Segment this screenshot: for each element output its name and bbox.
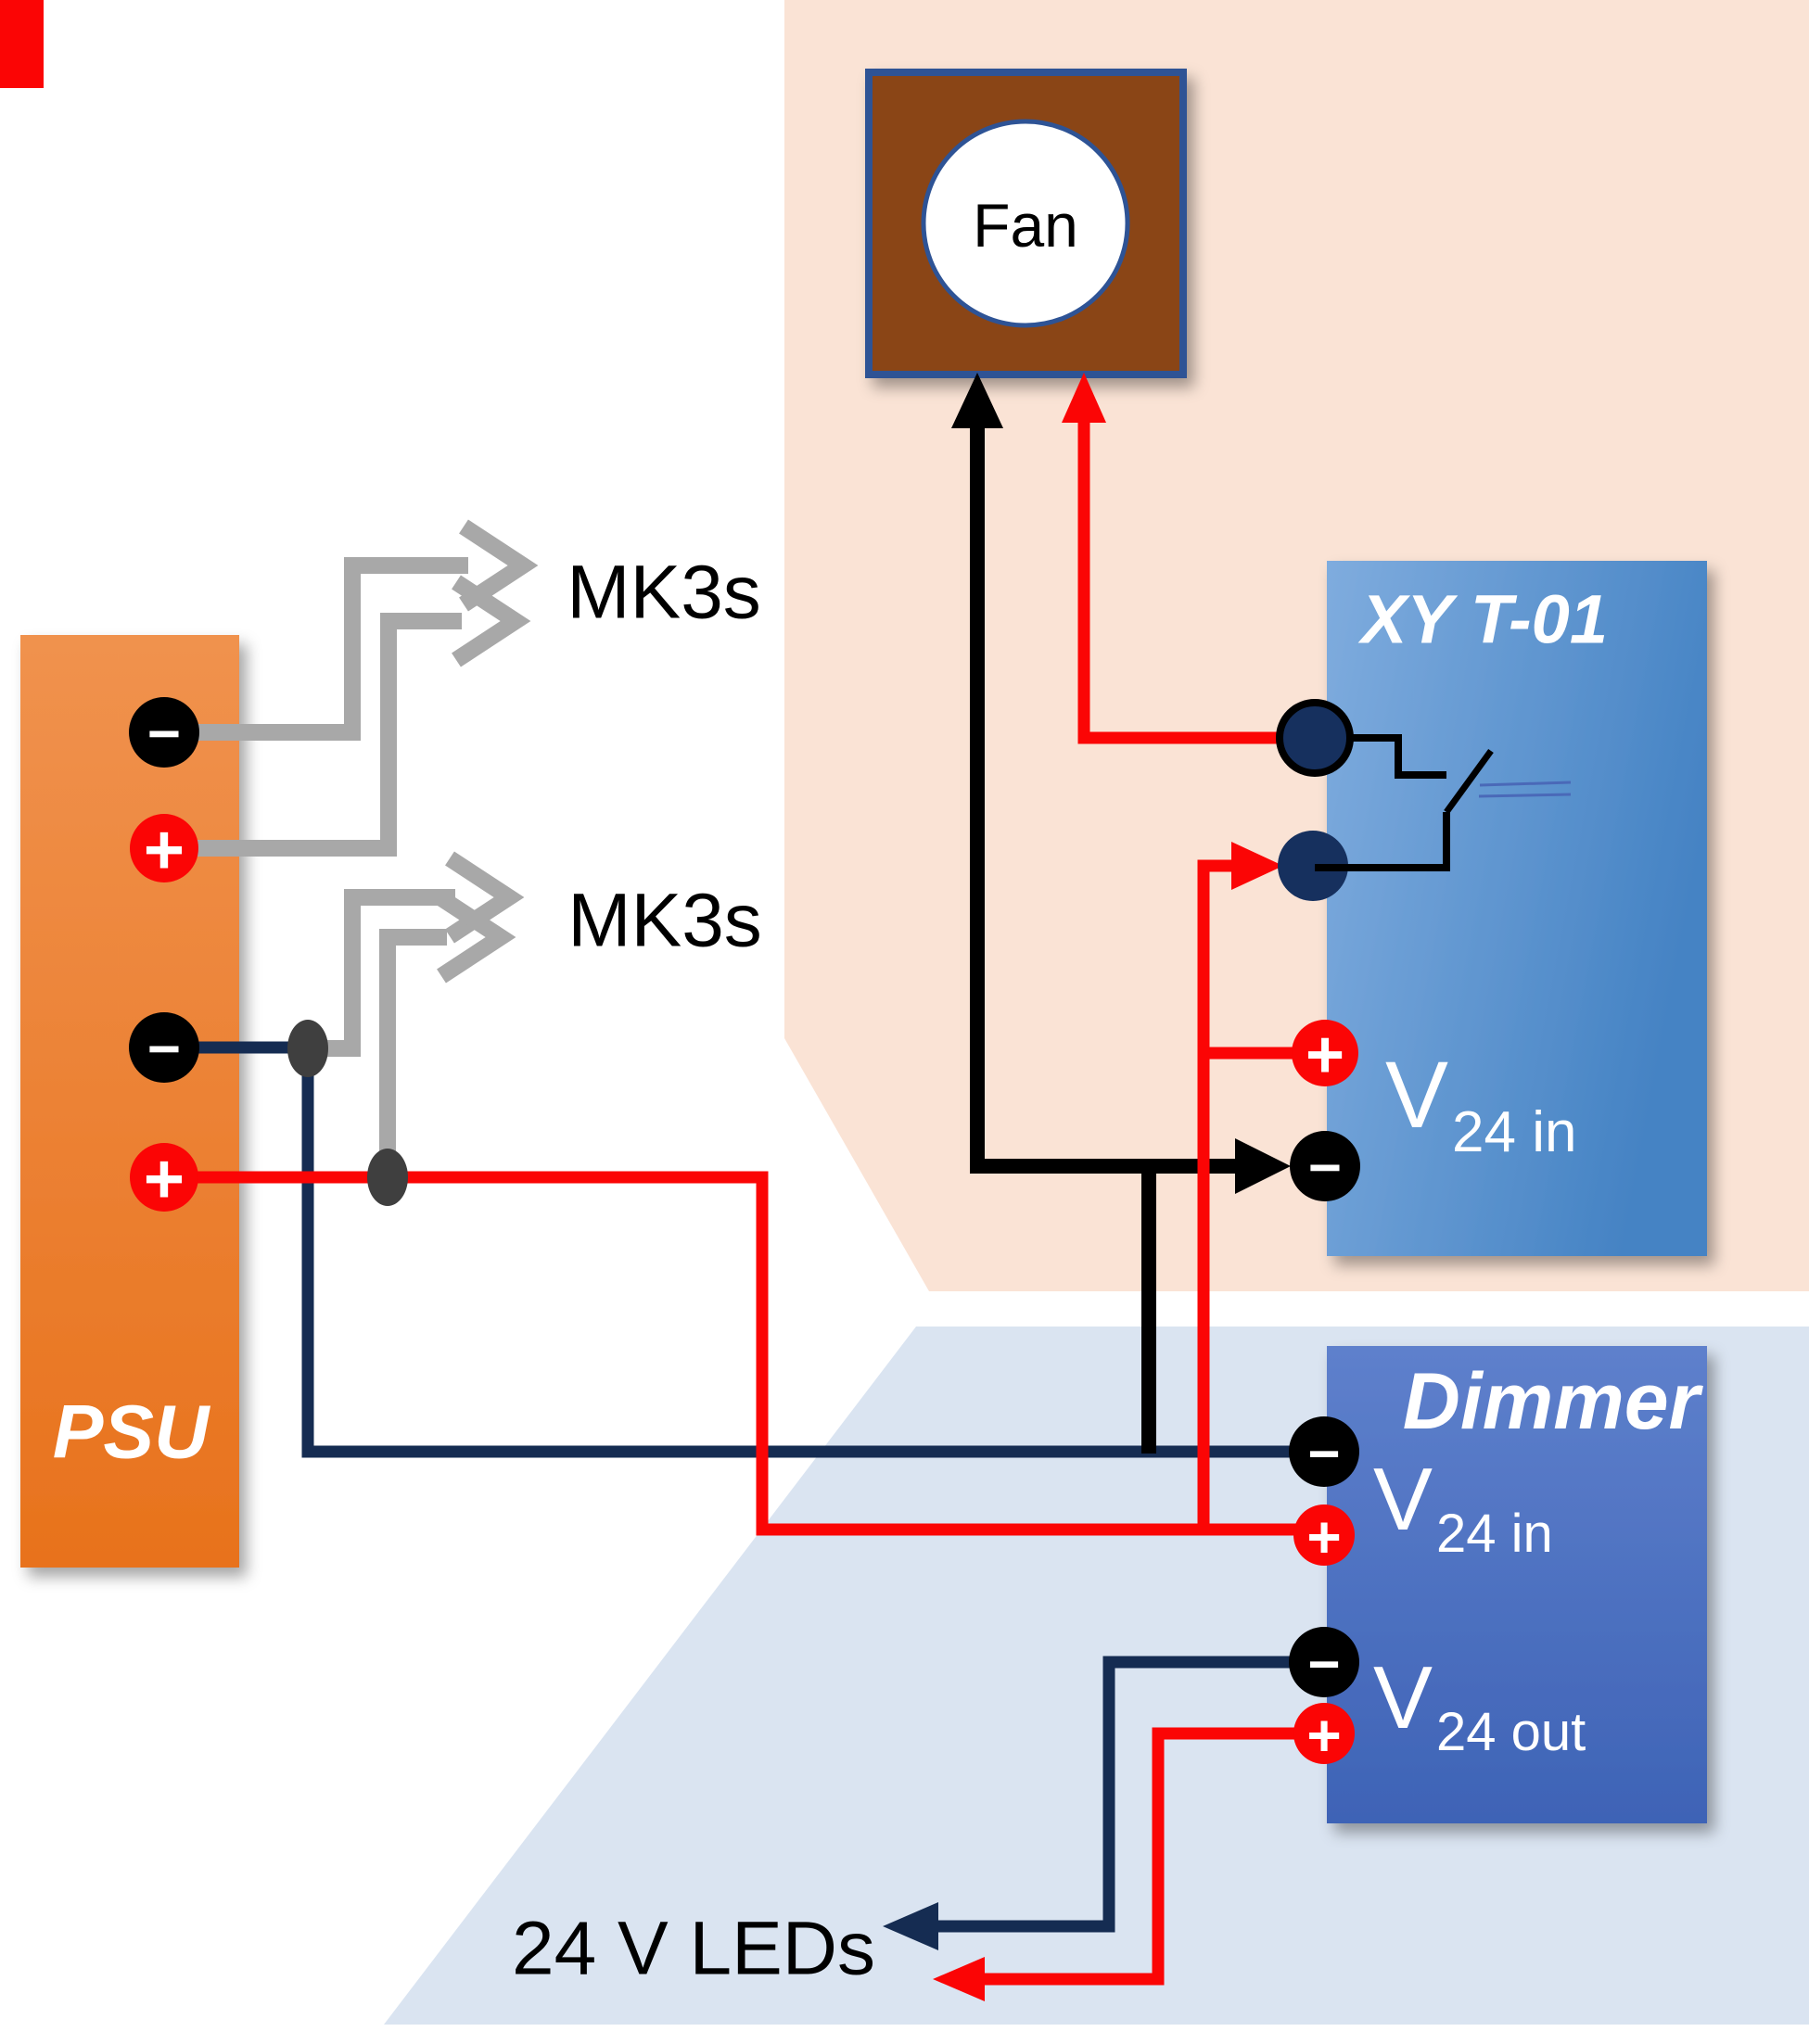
psu-terminal1-plus bbox=[130, 814, 198, 882]
switch-mark-2 bbox=[1478, 793, 1572, 798]
wire-mk3s1-minus bbox=[164, 557, 468, 741]
switch-pivot-line bbox=[1315, 812, 1450, 871]
dimmer-in-plus bbox=[1293, 1504, 1355, 1566]
dimmer-in-minus-sign: − bbox=[1307, 1423, 1340, 1485]
xyt01-v24in-label: V24 in bbox=[1385, 1042, 1577, 1164]
wire-dimmer-out-neg-to-leds bbox=[932, 1656, 1324, 1933]
xy-terminal-plus-sign: + bbox=[1306, 1018, 1344, 1092]
xyt01-v24in-sub: 24 in bbox=[1452, 1100, 1576, 1164]
psu-terminal1-minus bbox=[129, 697, 199, 768]
psu-label: PSU bbox=[53, 1390, 210, 1475]
xy-neg-arrowhead bbox=[1235, 1138, 1291, 1194]
wire-dimmer-out-pos-to-leds bbox=[981, 1727, 1324, 1986]
dimmer-v24in-sub: 24 in bbox=[1436, 1504, 1553, 1564]
xy-switch-terminal-out bbox=[1276, 699, 1354, 777]
wire-xy-switch-to-fan bbox=[1077, 415, 1325, 744]
fan-neg-arrowhead bbox=[951, 373, 1003, 428]
corner-red-shape bbox=[0, 0, 44, 88]
junction-pos bbox=[367, 1149, 408, 1206]
xy-terminal-plus bbox=[1292, 1020, 1358, 1086]
dimmer-v24in-v: V bbox=[1373, 1450, 1433, 1549]
leds-label: 24 V LEDs bbox=[512, 1907, 875, 1991]
wire-mk3s2-plus bbox=[379, 929, 447, 1177]
fan-pos-arrowhead bbox=[1062, 373, 1106, 423]
xyt01-box bbox=[1327, 561, 1707, 1256]
led-neg-arrowhead bbox=[883, 1902, 938, 1950]
wire-mk3s1-plus bbox=[164, 613, 462, 857]
xy-switch-in-arrowhead bbox=[1231, 842, 1283, 890]
dimmer-in-minus bbox=[1289, 1416, 1359, 1487]
dimmer-out-plus-sign: + bbox=[1306, 1702, 1341, 1769]
dimmer-out-minus-sign: − bbox=[1307, 1633, 1340, 1695]
dimmer-out-minus bbox=[1289, 1627, 1359, 1697]
dimmer-v24in-label: V24 in bbox=[1373, 1450, 1553, 1564]
psu-terminal2-plus bbox=[130, 1143, 198, 1212]
xyt01-title: XY T-01 bbox=[1357, 581, 1608, 658]
dimmer-title: Dimmer bbox=[1403, 1357, 1704, 1446]
fan-circle bbox=[921, 119, 1130, 328]
dimmer-in-plus-sign: + bbox=[1306, 1504, 1341, 1570]
psu-terminal1-minus-sign: − bbox=[147, 703, 181, 767]
switch-mark-1 bbox=[1479, 781, 1572, 787]
psu-terminal1-plus-sign: + bbox=[144, 811, 185, 890]
mk3s1-arrowhead-2 bbox=[452, 575, 531, 667]
wire-pos-rail bbox=[1197, 859, 1233, 1530]
mk3s-top-label: MK3s bbox=[567, 551, 761, 635]
xy-switch-terminal-in bbox=[1278, 831, 1348, 901]
switch-fixed-contact bbox=[1350, 734, 1446, 779]
dimmer-v24out-v: V bbox=[1373, 1648, 1433, 1747]
wire-psu-pos-main bbox=[163, 1171, 1298, 1536]
psu-terminal2-plus-sign: + bbox=[144, 1140, 185, 1219]
xyt01-v24in-v: V bbox=[1385, 1042, 1448, 1148]
wire-mk3s2-minus bbox=[308, 889, 455, 1057]
switch-lever bbox=[1444, 748, 1494, 815]
mk3s2-arrowhead-2 bbox=[437, 891, 516, 984]
fan-label: Fan bbox=[973, 191, 1078, 260]
dimmer-out-plus bbox=[1293, 1703, 1355, 1764]
dimmer-box bbox=[1327, 1346, 1707, 1823]
xy-terminal-minus bbox=[1290, 1131, 1360, 1201]
psu-terminal2-minus bbox=[129, 1012, 199, 1083]
junction-neg bbox=[287, 1020, 328, 1077]
led-pos-arrowhead bbox=[933, 1957, 985, 2001]
psu-box bbox=[20, 635, 239, 1568]
dimmer-v24out-label: V24 out bbox=[1373, 1648, 1586, 1762]
xy-terminal-minus-sign: − bbox=[1308, 1136, 1342, 1200]
mk3s-bottom-label: MK3s bbox=[567, 879, 762, 963]
psu-terminal2-minus-sign: − bbox=[147, 1018, 181, 1082]
dimmer-v24out-sub: 24 out bbox=[1436, 1702, 1586, 1762]
